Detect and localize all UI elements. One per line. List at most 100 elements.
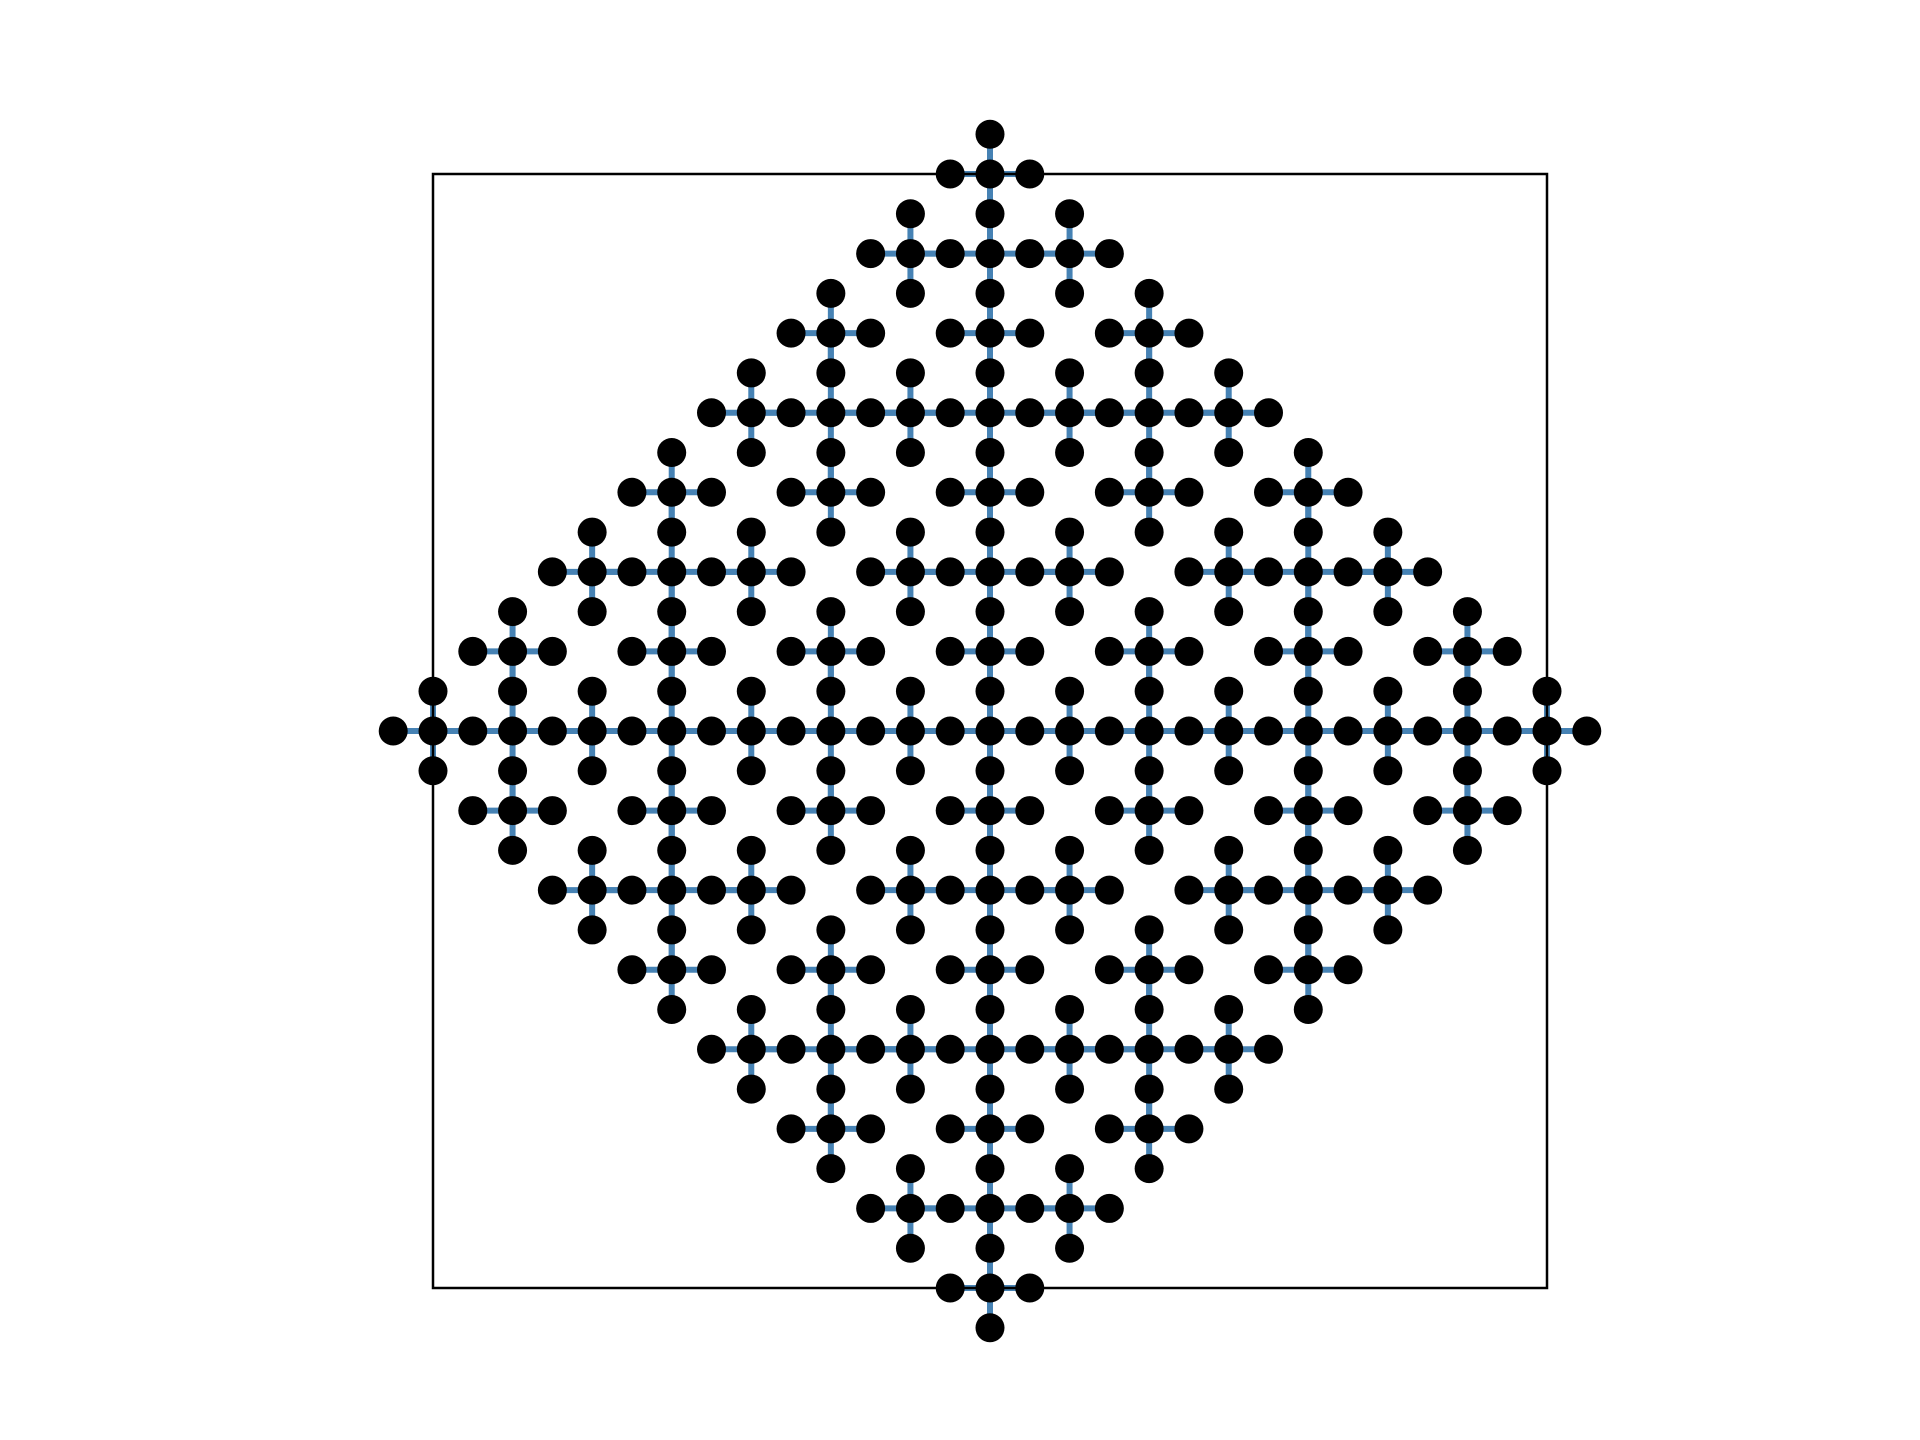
tree-node-276 xyxy=(816,438,846,467)
tree-node-149 xyxy=(1254,796,1283,826)
tree-node-210 xyxy=(1174,1114,1204,1144)
tree-node-66 xyxy=(697,796,726,826)
tree-node-116 xyxy=(1452,636,1482,666)
tree-node-194 xyxy=(856,955,886,985)
tree-node-287 xyxy=(1055,438,1085,467)
tree-node-95 xyxy=(1134,796,1164,826)
tree-node-157 xyxy=(1174,557,1204,587)
tree-node-285 xyxy=(1015,398,1045,428)
tree-node-170 xyxy=(1333,477,1363,507)
tree-node-199 xyxy=(1134,1114,1164,1144)
tree-node-23 xyxy=(498,835,528,865)
tree-node-46 xyxy=(856,636,886,666)
tree-node-308 xyxy=(895,517,925,547)
tree-node-268 xyxy=(736,358,766,388)
tree-node-311 xyxy=(1055,597,1085,627)
tree-node-325 xyxy=(856,239,886,269)
tree-node-6 xyxy=(816,716,846,746)
tree-node-73 xyxy=(537,557,567,587)
tree-node-299 xyxy=(1134,358,1164,388)
tree-node-54 xyxy=(617,875,647,905)
tree-node-106 xyxy=(1174,796,1204,826)
tree-node-243 xyxy=(895,915,925,945)
tree-node-205 xyxy=(1174,1034,1204,1064)
tree-node-14 xyxy=(458,716,488,746)
tree-node-180 xyxy=(816,955,846,985)
tree-node-70 xyxy=(736,557,766,587)
tree-node-57 xyxy=(697,875,726,905)
tree-node-235 xyxy=(975,1154,1005,1184)
tree-node-244 xyxy=(895,835,925,865)
tree-node-193 xyxy=(776,955,806,985)
tree-node-322 xyxy=(1055,239,1085,269)
tree-node-24 xyxy=(498,756,528,786)
tree-node-145 xyxy=(1254,955,1283,985)
tree-node-22 xyxy=(537,796,567,826)
tree-node-41 xyxy=(776,796,806,826)
tree-node-340 xyxy=(975,119,1005,149)
tree-node-21 xyxy=(458,796,488,826)
tree-node-202 xyxy=(1094,1034,1124,1064)
tree-node-169 xyxy=(1254,477,1283,507)
tree-node-122 xyxy=(1572,716,1602,746)
tree-node-179 xyxy=(816,1114,846,1144)
tree-node-262 xyxy=(895,398,925,428)
tree-node-234 xyxy=(1015,1114,1045,1144)
tree-node-328 xyxy=(895,199,925,229)
tree-node-74 xyxy=(617,557,647,587)
tree-node-250 xyxy=(1015,955,1045,985)
tree-node-178 xyxy=(895,1034,925,1064)
tree-node-100 xyxy=(1055,676,1085,706)
tree-node-265 xyxy=(697,398,726,428)
tree-node-288 xyxy=(1055,358,1085,388)
tree-node-231 xyxy=(975,1313,1005,1343)
tree-node-313 xyxy=(935,636,965,666)
tree-node-62 xyxy=(697,955,726,985)
tree-node-315 xyxy=(975,676,1005,706)
tree-node-98 xyxy=(1094,716,1124,746)
tree-node-221 xyxy=(856,1193,886,1223)
tree-node-86 xyxy=(697,477,726,507)
tree-node-77 xyxy=(697,557,726,587)
tree-node-177 xyxy=(736,1034,766,1064)
tree-node-11 xyxy=(498,796,528,826)
tree-node-318 xyxy=(1015,477,1045,507)
tree-node-90 xyxy=(1452,716,1482,746)
tree-node-118 xyxy=(1413,716,1443,746)
tree-node-53 xyxy=(537,875,567,905)
tree-node-31 xyxy=(816,796,846,826)
tree-node-307 xyxy=(895,597,925,627)
tree-node-33 xyxy=(697,716,726,746)
tree-node-144 xyxy=(1373,835,1403,865)
tree-node-319 xyxy=(975,517,1005,547)
tree-node-249 xyxy=(935,955,965,985)
tree-node-215 xyxy=(1134,995,1164,1024)
tree-node-71 xyxy=(657,636,687,666)
tree-node-168 xyxy=(1293,597,1323,627)
tree-node-158 xyxy=(1254,557,1283,587)
tree-node-206 xyxy=(1254,1034,1283,1064)
tree-node-214 xyxy=(1174,955,1204,985)
tree-node-37 xyxy=(856,716,886,746)
tree-node-111 xyxy=(1134,676,1164,706)
tree-node-7 xyxy=(657,875,687,905)
tree-node-216 xyxy=(1134,915,1164,945)
tree-node-222 xyxy=(935,1193,965,1223)
tree-node-218 xyxy=(1055,1193,1085,1223)
tree-node-134 xyxy=(1373,875,1403,905)
tree-node-209 xyxy=(1094,1114,1124,1144)
tree-node-227 xyxy=(1055,1233,1085,1263)
tree-node-0 xyxy=(975,716,1005,746)
tree-node-301 xyxy=(895,557,925,587)
tree-node-255 xyxy=(975,835,1005,865)
tree-node-29 xyxy=(736,716,766,746)
tree-node-143 xyxy=(1373,915,1403,945)
tree-node-30 xyxy=(895,716,925,746)
tree-node-81 xyxy=(617,636,647,666)
tree-node-246 xyxy=(1094,875,1124,905)
tree-node-55 xyxy=(577,915,607,945)
tree-node-166 xyxy=(1333,636,1363,666)
tree-node-339 xyxy=(975,199,1005,229)
tree-node-336 xyxy=(975,278,1005,308)
tree-node-277 xyxy=(776,318,806,348)
